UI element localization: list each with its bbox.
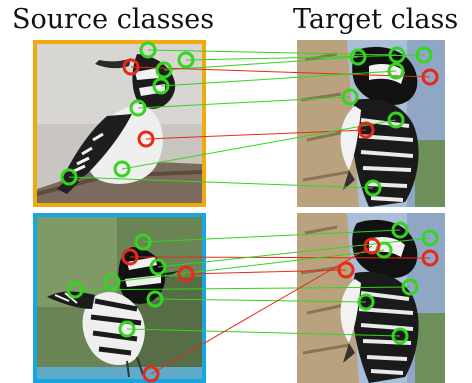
target-keypoint: [391, 327, 409, 345]
target-keypoint: [421, 249, 439, 267]
match-line: [130, 66, 431, 78]
match-line: [129, 256, 431, 259]
target-keypoint: [391, 221, 409, 239]
match-line: [121, 119, 397, 170]
source-keypoint: [103, 273, 121, 291]
source-keypoint: [118, 320, 136, 338]
match-lines: [68, 49, 431, 375]
match-line: [163, 56, 359, 71]
match-line: [160, 70, 397, 87]
match-line: [137, 96, 351, 109]
target-keypoint: [387, 62, 405, 80]
target-keypoint: [349, 48, 367, 66]
source-classes-heading: Source classes: [12, 4, 215, 35]
source-keypoint: [122, 58, 140, 76]
source-keypoint: [142, 365, 160, 383]
keypoint-circles: [60, 41, 439, 383]
target-class-heading: Target class: [293, 4, 459, 35]
source-frame-bottom: [33, 213, 206, 383]
match-line: [142, 229, 401, 243]
source-bird-bottom-illustration: [37, 217, 202, 379]
target-keypoint: [421, 68, 439, 86]
source-keypoint: [66, 281, 84, 299]
match-line: [150, 245, 373, 375]
target-keypoint: [341, 88, 359, 106]
target-keypoint: [387, 111, 405, 129]
target-image-bottom: [297, 213, 445, 383]
target-keypoint: [421, 229, 439, 247]
source-keypoint: [155, 61, 173, 79]
match-line: [147, 49, 398, 56]
source-keypoint: [177, 51, 195, 69]
match-line: [74, 286, 411, 291]
source-keypoint: [149, 258, 167, 276]
target-keypoint: [337, 261, 355, 279]
source-bird-top-illustration: [37, 44, 202, 203]
target-bird-bottom-illustration: [297, 213, 445, 383]
target-keypoint: [363, 237, 381, 255]
source-keypoint: [139, 41, 157, 59]
target-keypoint: [415, 46, 433, 64]
source-keypoint: [113, 160, 131, 178]
match-line: [185, 54, 425, 61]
source-keypoint: [152, 77, 170, 95]
source-keypoint: [60, 168, 78, 186]
match-line: [154, 298, 367, 303]
source-frame-top: [33, 40, 206, 207]
target-keypoint: [364, 179, 382, 197]
source-image-top: [33, 40, 206, 207]
match-line: [126, 328, 401, 337]
match-line: [111, 249, 385, 283]
source-keypoint: [134, 233, 152, 251]
target-keypoint: [357, 121, 375, 139]
source-keypoint: [146, 290, 164, 308]
source-keypoint: [137, 130, 155, 148]
target-keypoint: [401, 278, 419, 296]
source-keypoint: [121, 248, 139, 266]
match-line: [68, 176, 374, 189]
source-image-bottom: [33, 213, 206, 383]
target-keypoint: [388, 46, 406, 64]
match-line: [185, 269, 347, 275]
source-keypoint: [129, 99, 147, 117]
source-keypoint: [177, 265, 195, 283]
target-keypoint: [357, 293, 375, 311]
